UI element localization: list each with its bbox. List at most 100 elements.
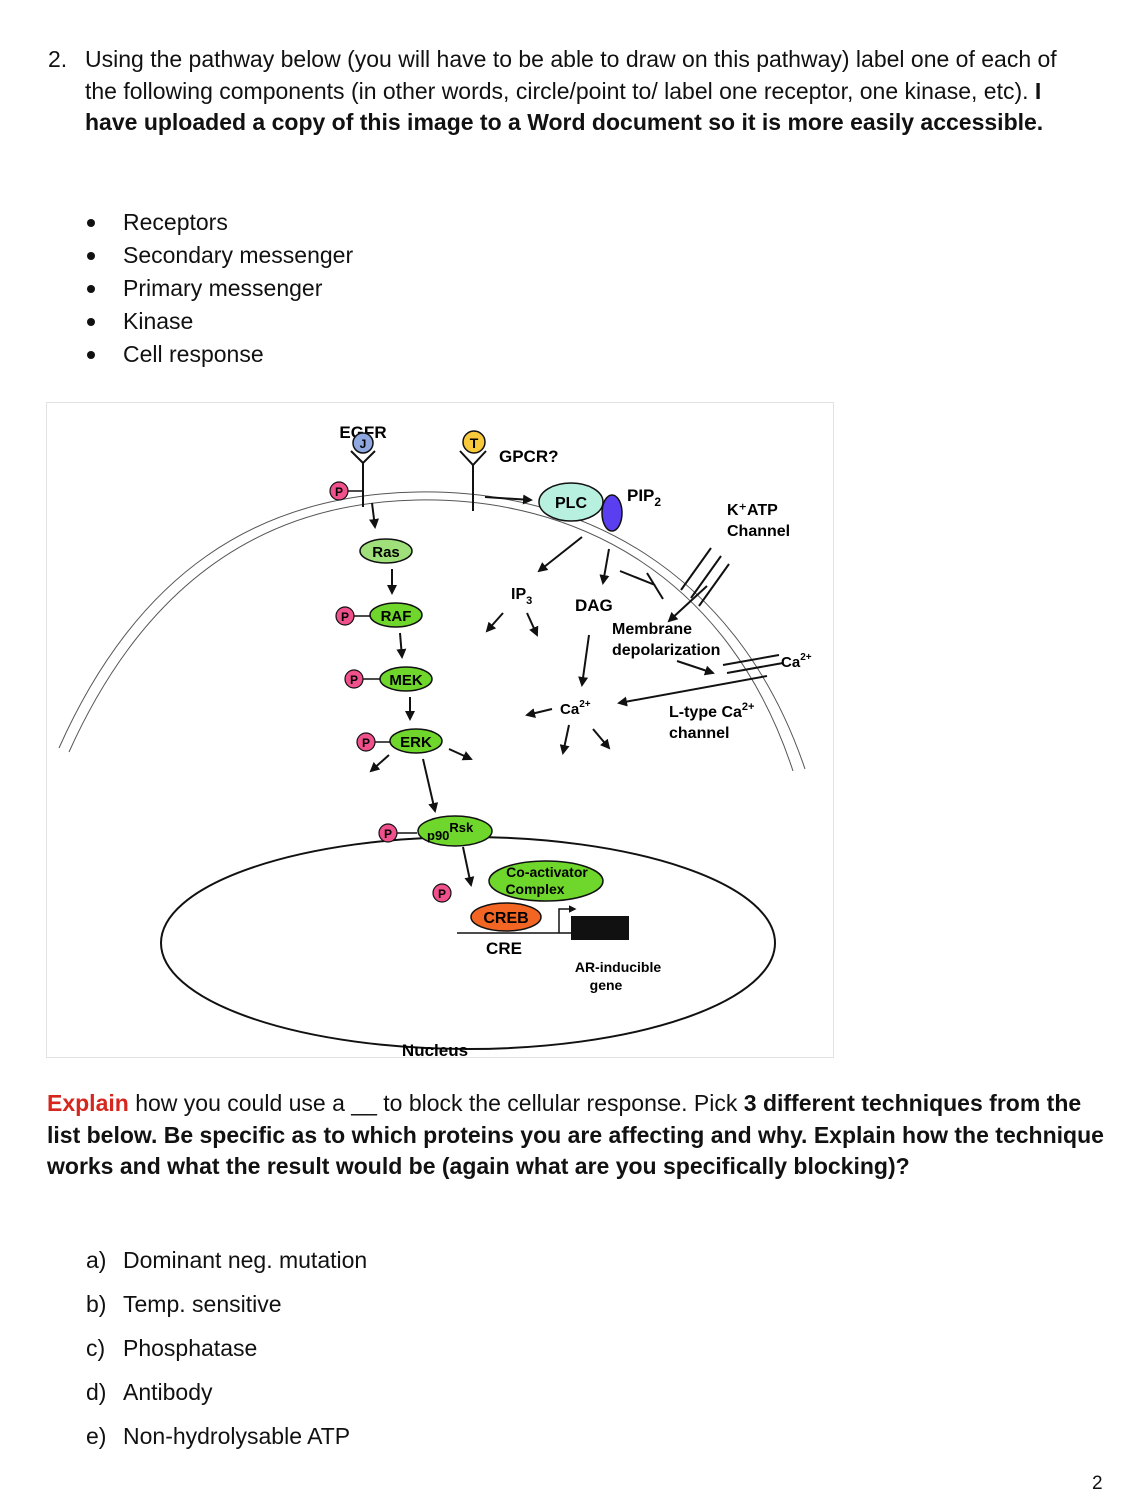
katp-to-depolarization-arrow xyxy=(667,585,708,623)
ligand-t-label: T xyxy=(470,435,479,451)
plc-label: PLC xyxy=(555,495,587,512)
phospho-label: P xyxy=(341,610,349,624)
phospho-label: P xyxy=(335,485,343,499)
component-item: Secondary messenger xyxy=(84,239,353,272)
option-item: c) Phosphatase xyxy=(86,1332,367,1376)
transcription-start-icon xyxy=(558,905,577,933)
raf-label: RAF xyxy=(381,608,412,625)
gene-label-line2: gene xyxy=(590,977,623,993)
dag-label: DAG xyxy=(575,596,613,615)
explain-text-bold: 3 different techniques from the list bel… xyxy=(47,1090,1104,1179)
creb-label: CREB xyxy=(483,910,528,927)
ca-arrow-right xyxy=(592,728,611,750)
katp-channel-icon xyxy=(680,547,730,607)
ras-node xyxy=(359,538,413,564)
ltype-label: L-type Ca2+ xyxy=(669,701,754,721)
mek-node xyxy=(379,666,433,692)
option-item: b) Temp. sensitive xyxy=(86,1288,367,1332)
erk-arrow-right xyxy=(448,748,473,761)
egfr-to-ras-arrow xyxy=(369,502,379,529)
ip3-label: IP3 xyxy=(511,586,532,607)
katp-label-line2: Channel xyxy=(727,523,790,540)
ar-inducible-gene-box xyxy=(571,916,629,940)
explain-prompt: Explain how you could use a __ to block … xyxy=(47,1088,1107,1183)
pip2-label: PIP2 xyxy=(627,486,661,509)
component-item: Receptors xyxy=(84,206,353,239)
explain-text: how you could use a __ to block the cell… xyxy=(128,1090,744,1116)
page-number: 2 xyxy=(1092,1473,1103,1494)
question-text-normal: Using the pathway below (you will have t… xyxy=(85,46,1057,104)
ltype-channel-label: channel xyxy=(669,725,729,742)
inhibition-bar-icon xyxy=(619,570,664,600)
mek-label: MEK xyxy=(389,672,423,689)
gpcr-label: GPCR? xyxy=(499,447,559,466)
coactivator-label-line1: Co-activator xyxy=(506,864,588,880)
phospho-label: P xyxy=(362,736,370,750)
ras-label: Ras xyxy=(372,544,400,561)
phospho-label: P xyxy=(350,673,358,687)
plc-node xyxy=(538,482,604,522)
pip2-node xyxy=(601,494,623,532)
gpcr-to-plc-arrow xyxy=(484,494,533,505)
option-text: Non-hydrolysable ATP xyxy=(123,1423,351,1449)
technique-options: a)Dominant neg. mutation b) Temp. sensiti… xyxy=(86,1244,367,1464)
dag-down-arrow xyxy=(578,634,590,687)
question-text: Using the pathway below (you will have t… xyxy=(85,44,1088,139)
gpcr-receptor-icon xyxy=(459,450,487,511)
creb-node xyxy=(470,902,542,932)
ca-label-channel: Ca2+ xyxy=(781,652,812,671)
membrane-label-line2: depolarization xyxy=(612,642,720,659)
raf-to-mek-arrow xyxy=(396,632,407,659)
coactivator-node xyxy=(488,860,604,902)
question-2: 2. Using the pathway below (you will hav… xyxy=(48,44,1088,139)
p90rsk-node xyxy=(417,815,493,847)
creb-phospho xyxy=(432,883,452,903)
ip3-arrow-left xyxy=(485,612,504,633)
component-item: Kinase xyxy=(84,305,353,338)
plc-to-dag-arrow xyxy=(599,548,610,585)
ca-influx-arrow xyxy=(617,675,768,707)
erk-to-nucleus-arrow xyxy=(422,758,439,813)
katp-label-line1: K⁺ATP xyxy=(727,502,778,519)
ltype-channel-icon xyxy=(722,654,784,674)
cell-membrane-inner xyxy=(68,499,794,772)
p90rsk-label: p90Rsk xyxy=(427,820,474,843)
erk-label: ERK xyxy=(400,734,432,751)
question-number: 2. xyxy=(48,46,68,72)
component-item: Primary messenger xyxy=(84,272,353,305)
option-item: e) Non-hydrolysable ATP xyxy=(86,1420,367,1464)
plc-to-ip3-arrow xyxy=(537,536,583,573)
raf-node xyxy=(369,602,423,628)
option-letter: c) xyxy=(86,1335,106,1361)
pathway-svg: Nucleus EGFR J P T GPCR? PLC PIP2 K⁺ATP … xyxy=(58,423,812,1057)
egfr-receptor-icon xyxy=(350,450,376,507)
option-letter: b) xyxy=(86,1291,107,1317)
option-letter: e) xyxy=(86,1423,107,1449)
option-text: Phosphatase xyxy=(123,1335,258,1361)
nucleus-label: Nucleus xyxy=(402,1041,468,1057)
option-item: d) Antibody xyxy=(86,1376,367,1420)
question-text-bold: I have uploaded a copy of this image to … xyxy=(85,77,1044,136)
erk-node xyxy=(389,728,443,754)
option-letter: a) xyxy=(86,1247,107,1273)
option-item: a)Dominant neg. mutation xyxy=(86,1244,367,1288)
ip3-arrow-right xyxy=(526,612,539,637)
pathway-diagram[interactable]: Nucleus EGFR J P T GPCR? PLC PIP2 K⁺ATP … xyxy=(46,402,834,1058)
option-text: Temp. sensitive xyxy=(123,1291,282,1317)
ligand-j xyxy=(352,432,374,454)
cell-membrane-outer xyxy=(58,491,806,770)
ca-arrow-left xyxy=(525,708,553,718)
ca-label-cytosol: Ca2+ xyxy=(560,699,591,718)
membrane-label-line1: Membrane xyxy=(612,621,692,638)
depolarization-arrow xyxy=(676,660,715,676)
cre-label: CRE xyxy=(486,939,522,958)
coactivator-label-line2: Complex xyxy=(505,881,564,897)
erk-arrow-left xyxy=(369,754,390,773)
p90-to-creb-arrow xyxy=(462,846,475,887)
ligand-j-label: J xyxy=(360,437,367,451)
option-letter: d) xyxy=(86,1379,107,1405)
phospho-label: P xyxy=(438,887,446,901)
ligand-t xyxy=(462,430,486,454)
component-list: Receptors Secondary messenger Primary me… xyxy=(84,206,353,371)
option-text: Antibody xyxy=(123,1379,213,1405)
